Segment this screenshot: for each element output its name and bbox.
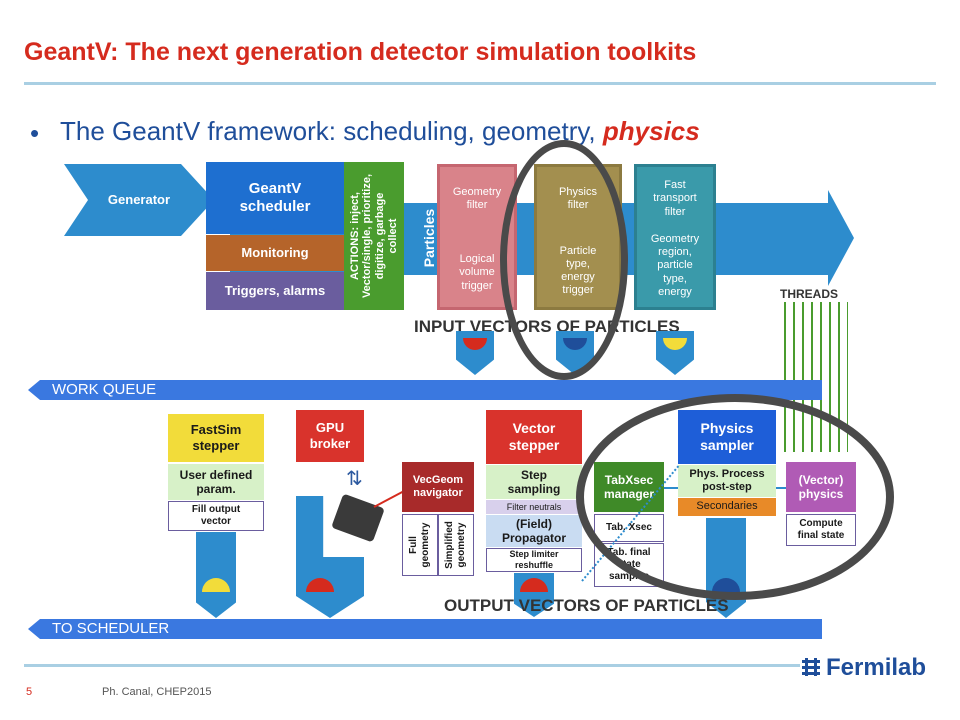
- footer-divider: [24, 664, 800, 667]
- work-queue-bar: WORK QUEUE: [28, 380, 822, 400]
- bullet-main-text: The GeantV framework: scheduling, geomet…: [60, 116, 603, 146]
- actions-box: ACTIONS: inject, Vector/single, prioriti…: [344, 162, 404, 310]
- field-propagator-box: (Field) Propagator: [486, 515, 582, 547]
- gpu-exchange-icon: ⇅: [346, 468, 363, 490]
- triggers-box: Triggers, alarms: [206, 272, 344, 310]
- threads-label: THREADS: [780, 287, 839, 301]
- geometry-filter-bottom-label: Logical volume trigger: [459, 253, 495, 292]
- fast-transport-bottom-label: Geometry region, particle type, energy: [650, 233, 700, 298]
- monitoring-box: Monitoring: [206, 235, 344, 271]
- gpu-broker-label: GPU broker: [309, 420, 351, 451]
- generator-arrow: Generator: [64, 164, 214, 236]
- bullet-text: The GeantV framework: scheduling, geomet…: [60, 116, 700, 147]
- gpu-broker-box: GPU broker: [296, 410, 364, 462]
- gpu-output-dot: [306, 578, 334, 592]
- fast-transport-box: Fast transport filter Geometry region, p…: [634, 164, 716, 310]
- fastsim-output-dot: [202, 578, 230, 592]
- user-defined-label: User defined param.: [179, 467, 253, 496]
- to-scheduler-label: TO SCHEDULER: [52, 620, 170, 637]
- fast-transport-top-label: Fast transport filter: [653, 179, 697, 218]
- fastsim-output-arrow: [196, 532, 236, 618]
- step-limiter-box: Step limiter reshuffle: [486, 548, 582, 572]
- full-geometry-label: Full geometry: [408, 522, 431, 568]
- scheduler-box: GeantV scheduler: [206, 162, 344, 234]
- physics-filter-highlight: [500, 140, 628, 380]
- actions-label: ACTIONS: inject, Vector/single, prioriti…: [348, 173, 399, 299]
- generator-label: Generator: [107, 192, 171, 208]
- filter-neutrals-box: Filter neutrals: [486, 500, 582, 514]
- fermilab-logo-icon: [800, 656, 822, 678]
- user-defined-box: User defined param.: [168, 464, 264, 500]
- fill-output-label: Fill output vector: [191, 504, 241, 527]
- footer-author: Ph. Canal, CHEP2015: [102, 686, 212, 698]
- input-vector-geometry-dot: [463, 338, 487, 350]
- to-scheduler-bar: TO SCHEDULER: [28, 619, 822, 639]
- vecgeom-navigator-label: VecGeom navigator: [412, 473, 464, 499]
- output-vectors-label: OUTPUT VECTORS OF PARTICLES: [444, 596, 729, 615]
- input-vector-fast-dot: [663, 338, 687, 350]
- step-sampling-label: Step sampling: [507, 467, 561, 496]
- fill-output-box: Fill output vector: [168, 501, 264, 531]
- vector-stepper-label: Vector stepper: [508, 420, 560, 453]
- geometry-filter-top-label: Geometry filter: [452, 185, 502, 211]
- pipeline-arrow-head: [828, 190, 854, 286]
- filter-neutrals-label: Filter neutrals: [506, 501, 562, 512]
- vector-stepper-box: Vector stepper: [486, 410, 582, 464]
- scheduler-label: GeantV scheduler: [239, 180, 311, 215]
- fastsim-stepper-box: FastSim stepper: [168, 414, 264, 462]
- full-geometry-box: Full geometry: [402, 514, 438, 576]
- fastsim-stepper-label: FastSim stepper: [190, 422, 242, 453]
- step-sampling-box: Step sampling: [486, 465, 582, 499]
- fermilab-logo-text: Fermilab: [826, 654, 927, 681]
- field-propagator-label: (Field) Propagator: [501, 516, 566, 545]
- triggers-label: Triggers, alarms: [224, 283, 326, 299]
- bullet-emphasis-text: physics: [602, 116, 700, 146]
- slide-number: 5: [26, 686, 33, 698]
- simplified-geometry-label: Simplified geometry: [444, 521, 467, 569]
- simplified-geometry-box: Simplified geometry: [438, 514, 474, 576]
- title-divider: [24, 82, 936, 85]
- vecgeom-navigator-box: VecGeom navigator: [402, 462, 474, 512]
- gpu-chip-icon: [331, 493, 385, 543]
- work-queue-label: WORK QUEUE: [52, 381, 157, 398]
- bullet-marker: •: [30, 118, 40, 148]
- slide-title: GeantV: The next generation detector sim…: [24, 38, 697, 66]
- vector-stepper-output-dot: [520, 578, 548, 592]
- step-limiter-label: Step limiter reshuffle: [509, 549, 559, 570]
- monitoring-label: Monitoring: [241, 245, 309, 261]
- physics-section-highlight: [576, 394, 894, 600]
